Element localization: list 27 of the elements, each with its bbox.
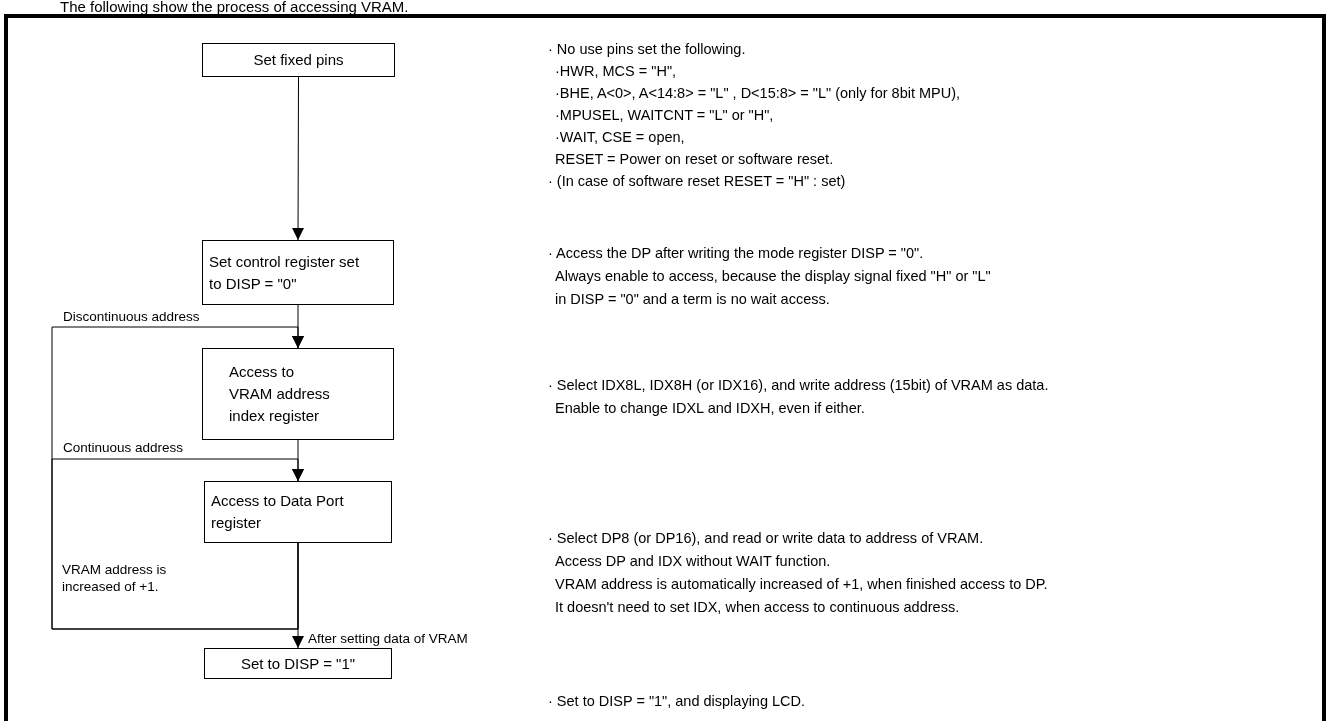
note-text: · No use pins set the following. bbox=[548, 40, 746, 58]
note-text: VRAM address is automatically increased of +1, when finished access to DP. bbox=[555, 575, 1048, 593]
note-text: Enable to change IDXL and IDXH, even if either. bbox=[555, 399, 865, 417]
arrow bbox=[51, 458, 304, 630]
note-text: · Set to DISP = "1", and displaying LCD. bbox=[548, 692, 806, 710]
note-text: ·WAIT, CSE = open, bbox=[555, 128, 685, 146]
note-text: · Select DP8 (or DP16), and read or write data to address of VRAM. bbox=[548, 529, 984, 547]
process-box: Set control register set to DISP = "0" bbox=[202, 240, 394, 305]
process-box: Set to DISP = "1" bbox=[204, 648, 392, 679]
arrow bbox=[292, 76, 305, 241]
note-text: · Select IDX8L, IDX8H (or IDX16), and write address (15bit) of VRAM as data. bbox=[548, 376, 1049, 394]
note-text: ·MPUSEL, WAITCNT = "L" or "H", bbox=[555, 106, 774, 124]
note-text: · (In case of software reset RESET = "H" : set) bbox=[548, 172, 846, 190]
title: The following show the process of accessing VRAM. bbox=[60, 0, 409, 16]
note-text: Always enable to access, because the display signal fixed "H" or "L" bbox=[555, 267, 991, 285]
note-text: in DISP = "0" and a term is no wait access. bbox=[555, 290, 830, 308]
note-text: VRAM address is increased of +1. bbox=[62, 561, 168, 595]
note-text: · Access the DP after writing the mode register DISP = "0". bbox=[548, 244, 924, 262]
note-text: ·HWR, MCS = "H", bbox=[555, 62, 677, 80]
note-text: RESET = Power on reset or software reset. bbox=[555, 150, 834, 168]
process-box: Access to VRAM address index register bbox=[202, 348, 394, 440]
edge-label: After setting data of VRAM bbox=[308, 631, 468, 647]
note-text: Access DP and IDX without WAIT function. bbox=[555, 552, 831, 570]
note-text: It doesn't need to set IDX, when access to continuous address. bbox=[555, 598, 960, 616]
process-box: Set fixed pins bbox=[202, 43, 395, 77]
process-box: Access to Data Port register bbox=[204, 481, 392, 543]
note-text: ·BHE, A<0>, A<14:8> = "L" , D<15:8> = "L" (only for 8bit MPU), bbox=[555, 84, 961, 102]
